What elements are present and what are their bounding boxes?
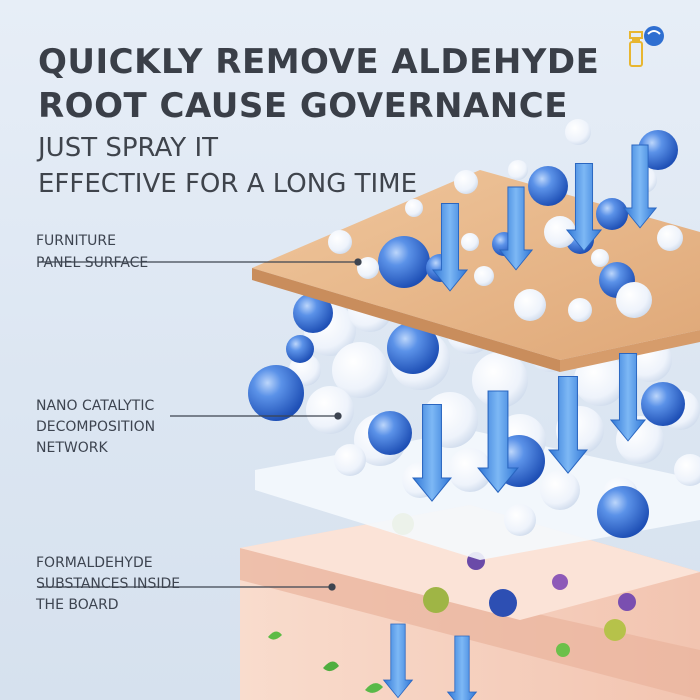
spray-bottle-icon (629, 26, 664, 67)
headline-line-4: EFFECTIVE FOR A LONG TIME (38, 169, 418, 199)
furniture-label-line-2: PANEL SURFACE (36, 255, 149, 271)
nano-label-line-1: NANO CATALYTIC (36, 398, 155, 414)
formaldehyde-label-line-3: THE BOARD (36, 597, 119, 613)
formaldehyde-label-line-2: SUBSTANCES INSIDE (36, 576, 181, 592)
formaldehyde-board (240, 505, 700, 700)
mesh-sheet (255, 430, 700, 560)
formaldehyde-label-line-1: FORMALDEHYDE (36, 555, 153, 571)
headline: QUICKLY REMOVE ALDEHYDE ROOT CAUSE GOVER… (38, 40, 599, 202)
nano-label-line-2: DECOMPOSITION (36, 419, 156, 435)
headline-line-3: JUST SPRAY IT (38, 133, 219, 163)
furniture-label-line-1: FURNITURE (36, 233, 117, 249)
formaldehyde-label: FORMALDEHYDE SUBSTANCES INSIDE THE BOARD (36, 553, 180, 616)
furniture-label: FURNITURE PANEL SURFACE (36, 233, 149, 287)
callout-lines (38, 258, 362, 591)
spray-particles (328, 119, 683, 322)
headline-line-1: QUICKLY REMOVE ALDEHYDE (38, 42, 600, 82)
nano-label: NANO CATALYTIC DECOMPOSITION NETWORK (36, 396, 155, 459)
headline-line-2: ROOT CAUSE GOVERNANCE (38, 86, 568, 126)
nano-label-line-3: NETWORK (36, 440, 108, 456)
